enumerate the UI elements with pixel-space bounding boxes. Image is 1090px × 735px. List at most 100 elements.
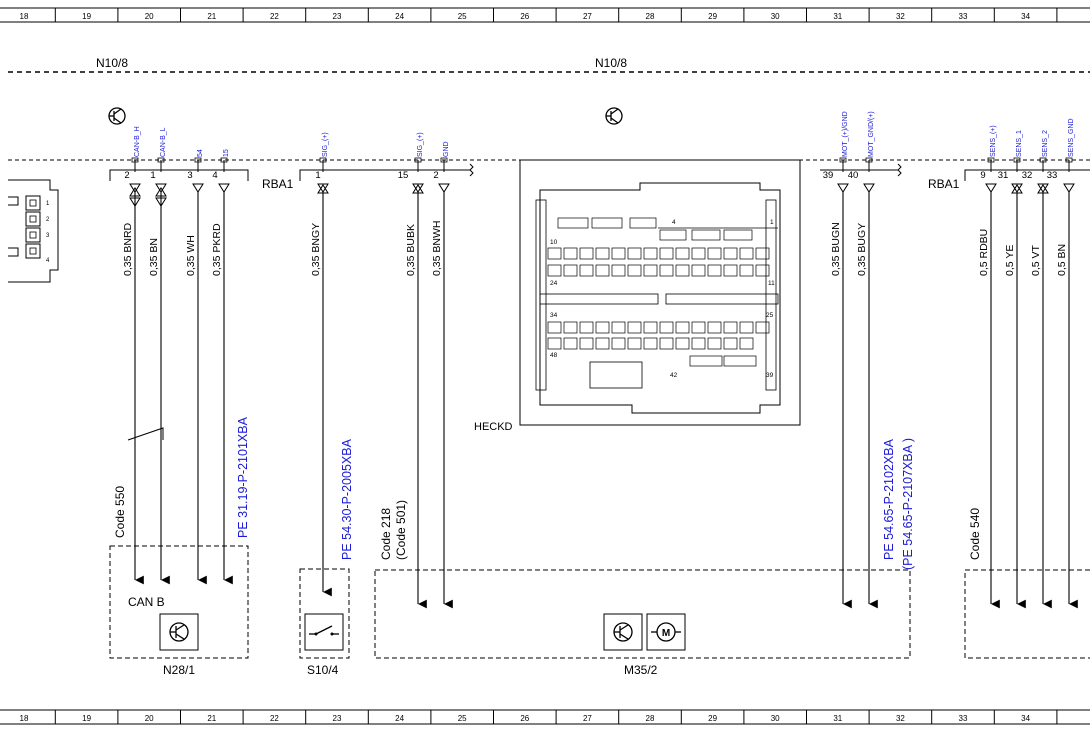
heckd-cavity xyxy=(739,247,754,260)
code-218-label: Code 218 xyxy=(379,508,393,560)
wire-spec: 0,5 BN xyxy=(1056,244,1068,276)
wire-6 xyxy=(412,157,427,609)
pin-contact-down xyxy=(1063,183,1075,193)
pin-signal: SENS_2 xyxy=(1042,130,1049,157)
pin-signal: MOT_(+)/GND xyxy=(842,111,849,157)
code-501-label: (Code 501) xyxy=(394,500,408,560)
pin-signal: SIG_(+) xyxy=(322,132,329,157)
pin-signal: GND xyxy=(443,141,450,157)
mini-pin-number: 4 xyxy=(46,258,50,264)
pin-contact-down xyxy=(1037,183,1049,193)
pin-number: 2 xyxy=(433,170,438,181)
pin-contact-down xyxy=(1011,183,1023,193)
ruler-number: 26 xyxy=(520,714,529,723)
pin-number: 9 xyxy=(980,170,985,181)
wire-9 xyxy=(863,157,878,609)
heckd-cavity xyxy=(563,247,578,260)
heckd-cavity xyxy=(723,321,738,334)
wire-10 xyxy=(985,157,1000,609)
wire-spec: 0,35 BN xyxy=(148,238,160,276)
heckd-cavity xyxy=(659,321,674,334)
pin-contact-down xyxy=(412,183,424,193)
mini-pin-number: 2 xyxy=(46,217,50,223)
pin-signal: CAN-B_L xyxy=(160,127,167,157)
transistor-icon xyxy=(108,107,126,125)
heckd-cavity xyxy=(691,264,706,277)
heckd-cavity xyxy=(643,264,658,277)
pin-signal: 15 xyxy=(223,149,230,157)
wire-4 xyxy=(218,157,233,585)
heckd-block xyxy=(659,229,687,241)
ruler-number: 33 xyxy=(959,714,968,723)
heckd-cavity xyxy=(707,337,722,350)
pin-contact-down xyxy=(129,183,141,193)
pin-signal: SIG_(+) xyxy=(417,132,424,157)
s10-4-label: S10/4 xyxy=(307,663,339,677)
heckd-cavity xyxy=(547,247,562,260)
reference-link-2[interactable]: PE 54.30-P-2005XBA xyxy=(340,438,354,560)
heckd-cavity xyxy=(595,321,610,334)
heckd-block xyxy=(689,355,723,367)
heckd-cavity xyxy=(691,247,706,260)
reference-link-1[interactable]: PE 31.19-P-2101XBA xyxy=(236,416,250,538)
heckd-cavity xyxy=(723,247,738,260)
heckd-block xyxy=(723,229,753,241)
pin-signal: MOT_GND/(+) xyxy=(868,111,875,157)
heckd-block xyxy=(591,217,623,229)
pin-contact-down xyxy=(317,183,329,193)
pin-tab-box xyxy=(1013,157,1021,163)
pin-tab-box xyxy=(987,157,995,163)
heckd-block xyxy=(557,217,589,229)
ruler-number: 24 xyxy=(395,714,404,723)
wire-spec: 0,5 RDBU xyxy=(978,229,990,276)
heckd-cavity xyxy=(675,337,690,350)
reference-link-4[interactable]: (PE 54.65-P-2107XBA ) xyxy=(901,438,915,570)
heckd-cavity xyxy=(611,321,626,334)
transistor-icon xyxy=(159,613,199,651)
m35-2-label: M35/2 xyxy=(624,663,658,677)
heckd-cavity xyxy=(611,247,626,260)
pin-number: 40 xyxy=(848,170,859,181)
pin-tab-box xyxy=(865,157,873,163)
heckd-cavity xyxy=(563,264,578,277)
pin-tab-box xyxy=(1039,157,1047,163)
pin-contact-down xyxy=(863,183,875,193)
heckd-cavity xyxy=(755,321,770,334)
connector-label-right: RBA1 xyxy=(928,177,960,191)
pin-signal: SENS_1 xyxy=(1016,130,1023,157)
heckd-cavity xyxy=(579,337,594,350)
ruler-number: 27 xyxy=(583,714,592,723)
wire-spec: 0,35 BNWH xyxy=(431,221,443,276)
reference-link-3[interactable]: PE 54.65-P-2102XBA xyxy=(882,438,896,560)
pin-tab-box xyxy=(157,157,165,163)
heckd-cavity xyxy=(739,321,754,334)
heckd-cavity xyxy=(579,264,594,277)
connector-label-left: RBA1 xyxy=(262,177,294,191)
wire-8 xyxy=(837,157,852,609)
wire-13 xyxy=(1063,157,1078,609)
pin-number: 4 xyxy=(212,170,217,181)
wire-2 xyxy=(155,157,170,585)
n28-1-label: N28/1 xyxy=(163,663,195,677)
n28-1-box xyxy=(109,545,249,659)
pin-number: 31 xyxy=(998,170,1009,181)
pin-number: 32 xyxy=(1022,170,1033,181)
pin-number: 33 xyxy=(1047,170,1058,181)
transistor-icon xyxy=(603,613,643,651)
heckd-cavity xyxy=(691,321,706,334)
pin-contact-down xyxy=(218,183,230,193)
ruler-number: 32 xyxy=(896,714,905,723)
pin-contact-down xyxy=(155,183,167,193)
wire-spec: 0,35 BNGY xyxy=(310,223,322,276)
heckd-cavity xyxy=(563,337,578,350)
switch-icon xyxy=(304,613,344,651)
heckd-cavity xyxy=(627,264,642,277)
ruler-number: 20 xyxy=(145,12,154,21)
heckd-cavity xyxy=(547,264,562,277)
wire-spec: 0,35 WH xyxy=(185,235,197,276)
ruler-number: 19 xyxy=(82,12,91,21)
heckd-pin-number: 39 xyxy=(766,372,774,379)
ruler-number: 20 xyxy=(145,714,154,723)
